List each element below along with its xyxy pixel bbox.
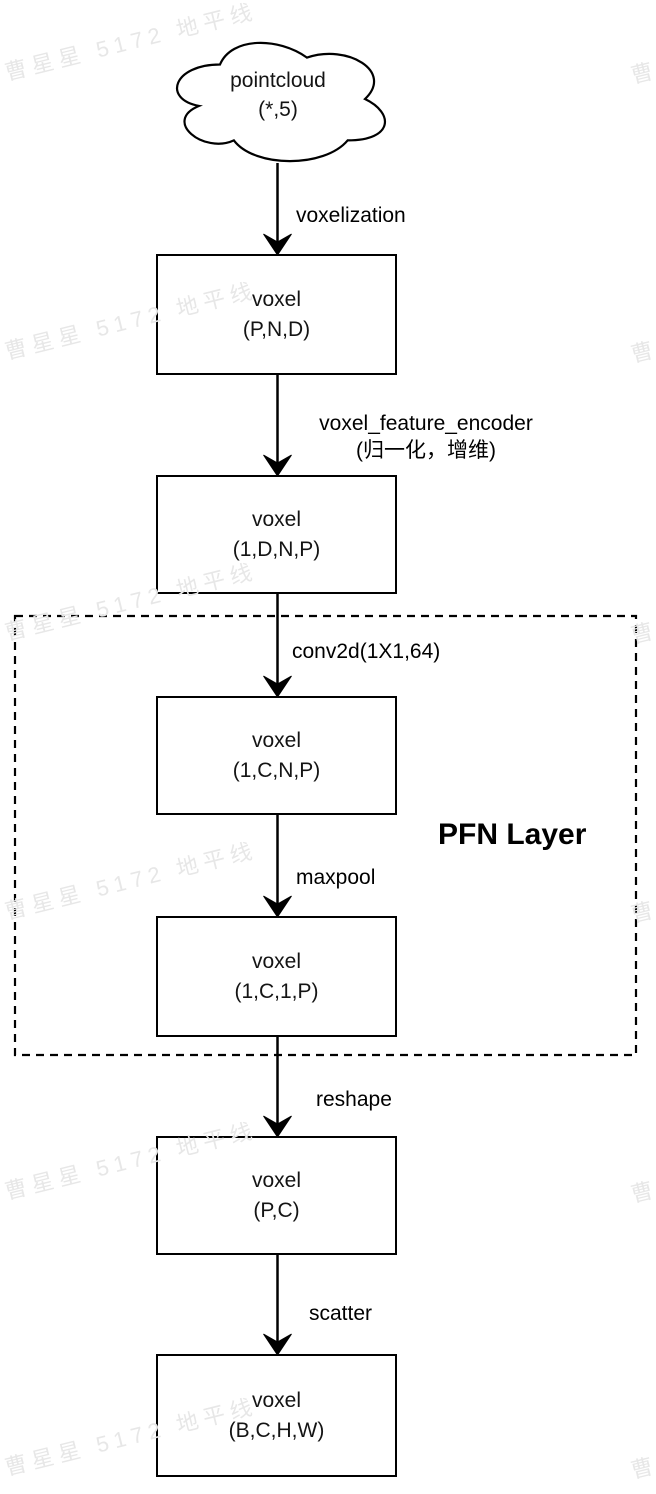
node-shape: (B,C,H,W) — [228, 1418, 325, 1442]
node-shape: (1,C,N,P) — [232, 758, 321, 782]
node-label: voxel — [251, 1168, 302, 1192]
pfn-layer-title: PFN Layer — [438, 818, 587, 851]
edge-label-line2: (归一化，增维) — [356, 439, 496, 462]
node-label: pointcloud — [230, 69, 326, 92]
cloud-shape — [176, 41, 387, 163]
arrow-maxpool — [263, 815, 292, 918]
arrow-voxel-feature-encoder — [263, 375, 292, 477]
node-pointcloud: pointcloud (*,5) — [162, 66, 394, 124]
node-voxel-bchw: voxel (B,C,H,W) — [156, 1354, 397, 1477]
edge-label-conv2d: conv2d(1X1,64) — [292, 640, 441, 663]
arrow-voxelization — [263, 163, 292, 256]
node-voxel-1dnp: voxel (1,D,N,P) — [156, 475, 397, 594]
node-shape: (P,N,D) — [242, 317, 311, 341]
node-label: voxel — [251, 507, 302, 531]
node-shape: (1,C,1,P) — [234, 979, 319, 1003]
arrow-conv2d — [263, 594, 292, 698]
node-label: voxel — [251, 1388, 302, 1412]
node-shape: (P,C) — [253, 1198, 300, 1222]
node-label: voxel — [251, 287, 302, 311]
node-voxel-1c1p: voxel (1,C,1,P) — [156, 916, 397, 1037]
node-shape: (*,5) — [258, 98, 298, 121]
pfn-group-box — [13, 614, 638, 1057]
node-label: voxel — [251, 728, 302, 752]
edge-label-reshape: reshape — [316, 1088, 392, 1111]
edge-label-line1: voxel_feature_encoder — [319, 412, 533, 435]
edge-label-scatter: scatter — [309, 1302, 373, 1325]
node-label: voxel — [251, 949, 302, 973]
arrow-reshape — [263, 1036, 292, 1138]
edge-label-voxel-feature-encoder: voxel_feature_encoder (归一化，增维) — [294, 410, 558, 464]
edge-label-maxpool: maxpool — [296, 866, 376, 889]
node-voxel-pnd: voxel (P,N,D) — [156, 254, 397, 375]
node-shape: (1,D,N,P) — [232, 537, 321, 561]
node-voxel-pc: voxel (P,C) — [156, 1136, 397, 1255]
edge-label-voxelization: voxelization — [296, 204, 406, 227]
node-voxel-1cnp: voxel (1,C,N,P) — [156, 696, 397, 815]
arrow-scatter — [263, 1254, 292, 1356]
